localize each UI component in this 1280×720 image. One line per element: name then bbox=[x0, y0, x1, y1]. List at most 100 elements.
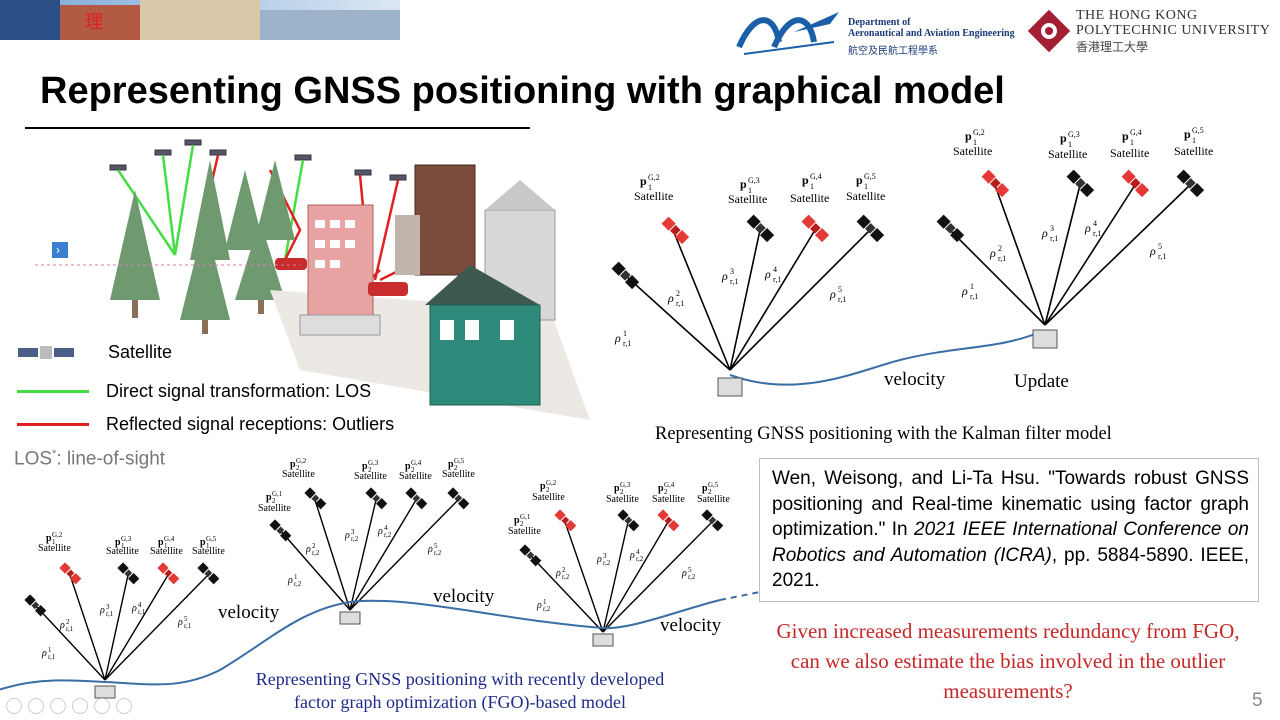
svg-text:Satellite: Satellite bbox=[150, 546, 183, 557]
svg-text:r,2: r,2 bbox=[562, 573, 570, 581]
svg-text:ρ: ρ bbox=[989, 246, 996, 260]
fgo-velocity-label-1: velocity bbox=[218, 602, 280, 623]
fgo-diagram: Satellite Satellite Satellite Satellite … bbox=[0, 457, 771, 699]
department-name: Department of Aeronautical and Aviation … bbox=[848, 17, 1015, 39]
svg-text:ρ: ρ bbox=[305, 544, 311, 555]
svg-text:ρ: ρ bbox=[99, 605, 105, 616]
svg-text:Satellite: Satellite bbox=[508, 526, 541, 537]
svg-text:ρ: ρ bbox=[596, 554, 602, 565]
reference-box bbox=[759, 458, 1259, 602]
svg-text:Satellite: Satellite bbox=[442, 469, 475, 480]
svg-text:ρ: ρ bbox=[555, 568, 561, 579]
university-logo bbox=[1026, 8, 1072, 59]
slides-icon[interactable] bbox=[72, 698, 88, 714]
next-slide-icon[interactable] bbox=[28, 698, 44, 714]
svg-text:2: 2 bbox=[676, 289, 680, 298]
svg-text:4: 4 bbox=[773, 265, 777, 274]
university-chinese-name: 香港理工大學 bbox=[1076, 40, 1149, 54]
svg-text:G,2: G,2 bbox=[52, 531, 63, 539]
svg-text:Satellite: Satellite bbox=[192, 546, 225, 557]
page-number: 5 bbox=[1252, 690, 1263, 711]
svg-text:1: 1 bbox=[970, 282, 974, 291]
svg-text:ρ: ρ bbox=[131, 603, 137, 614]
research-question: Given increased measurements redundancy … bbox=[776, 619, 1240, 703]
svg-text:Satellite: Satellite bbox=[1174, 144, 1213, 158]
svg-text:Satellite: Satellite bbox=[634, 189, 673, 203]
svg-text:r,1: r,1 bbox=[48, 653, 56, 661]
svg-text:2: 2 bbox=[312, 542, 316, 550]
svg-text:p: p bbox=[1060, 131, 1067, 145]
svg-text:Satellite: Satellite bbox=[1048, 147, 1087, 161]
svg-text:p: p bbox=[200, 537, 206, 548]
svg-text:ρ: ρ bbox=[344, 530, 350, 541]
svg-text:1: 1 bbox=[164, 542, 168, 550]
prev-slide-icon[interactable] bbox=[6, 698, 22, 714]
svg-text:4: 4 bbox=[384, 524, 388, 532]
svg-text:G,3: G,3 bbox=[368, 459, 379, 467]
svg-text:ρ: ρ bbox=[961, 284, 968, 298]
svg-text:r,2: r,2 bbox=[351, 535, 359, 543]
svg-text:Satellite: Satellite bbox=[354, 471, 387, 482]
svg-text:p: p bbox=[965, 129, 972, 143]
svg-text:G,3: G,3 bbox=[1068, 130, 1080, 139]
legend-los-line bbox=[17, 390, 89, 393]
legend-los-label: Direct signal transformation: LOS bbox=[106, 381, 372, 401]
svg-text:p: p bbox=[1122, 129, 1129, 143]
svg-text:4: 4 bbox=[636, 548, 640, 556]
svg-text:r,2: r,2 bbox=[294, 580, 302, 588]
svg-text:1: 1 bbox=[1130, 138, 1134, 147]
title-underline bbox=[25, 127, 530, 129]
legend-satellite-label: Satellite bbox=[108, 342, 173, 362]
svg-text:1: 1 bbox=[543, 598, 547, 606]
more-icon[interactable] bbox=[116, 698, 132, 714]
svg-text:ρ: ρ bbox=[1149, 244, 1156, 258]
svg-text:ρ: ρ bbox=[1084, 221, 1091, 235]
svg-text:ρ: ρ bbox=[681, 568, 687, 579]
svg-text:Satellite: Satellite bbox=[652, 494, 685, 505]
svg-text:1: 1 bbox=[294, 573, 298, 581]
department-logo bbox=[734, 2, 844, 65]
reference-citation: Wen, Weisong, and Li-Ta Hsu. "Towards ro… bbox=[772, 468, 1250, 591]
svg-text:Satellite: Satellite bbox=[258, 503, 291, 514]
svg-text:2: 2 bbox=[272, 497, 276, 505]
svg-text:2: 2 bbox=[520, 520, 524, 528]
svg-text:G,5: G,5 bbox=[454, 457, 465, 465]
svg-text:G,4: G,4 bbox=[664, 481, 675, 489]
svg-text:Satellite: Satellite bbox=[1110, 146, 1149, 160]
svg-text:p: p bbox=[115, 537, 121, 548]
pen-icon[interactable] bbox=[50, 698, 66, 714]
svg-text:2: 2 bbox=[998, 244, 1002, 253]
svg-text:ρ: ρ bbox=[721, 269, 728, 283]
svg-text:Satellite: Satellite bbox=[106, 546, 139, 557]
svg-text:ρ: ρ bbox=[41, 648, 47, 659]
svg-text:1: 1 bbox=[810, 182, 814, 191]
svg-text:Satellite: Satellite bbox=[606, 494, 639, 505]
svg-text:G,2: G,2 bbox=[296, 457, 307, 465]
svg-text:1: 1 bbox=[648, 183, 652, 192]
svg-text:r,1: r,1 bbox=[1050, 234, 1058, 243]
svg-text:p: p bbox=[290, 459, 296, 470]
svg-text:2: 2 bbox=[368, 466, 372, 474]
svg-text:5: 5 bbox=[688, 566, 692, 574]
svg-text:3: 3 bbox=[603, 552, 607, 560]
svg-text:p: p bbox=[640, 174, 647, 188]
svg-text:r,2: r,2 bbox=[384, 531, 392, 539]
zoom-icon[interactable] bbox=[94, 698, 110, 714]
svg-text:ρ: ρ bbox=[667, 291, 674, 305]
svg-text:1: 1 bbox=[864, 182, 868, 191]
svg-text:5: 5 bbox=[838, 285, 842, 294]
svg-text:Satellite: Satellite bbox=[282, 469, 315, 480]
svg-text:4: 4 bbox=[138, 601, 142, 609]
svg-text:Satellite: Satellite bbox=[790, 191, 829, 205]
svg-text:r,1: r,1 bbox=[773, 275, 781, 284]
svg-text:3: 3 bbox=[730, 267, 734, 276]
svg-text:1: 1 bbox=[1068, 140, 1072, 149]
svg-text:2: 2 bbox=[66, 618, 70, 626]
satellite-legend-icon bbox=[18, 340, 78, 371]
department-chinese-name: 航空及民航工程學系 bbox=[848, 46, 938, 57]
svg-text:r,1: r,1 bbox=[998, 254, 1006, 263]
svg-text:2: 2 bbox=[664, 488, 668, 496]
svg-text:G,4: G,4 bbox=[164, 535, 175, 543]
svg-text:1: 1 bbox=[748, 186, 752, 195]
svg-text:G,3: G,3 bbox=[121, 535, 132, 543]
